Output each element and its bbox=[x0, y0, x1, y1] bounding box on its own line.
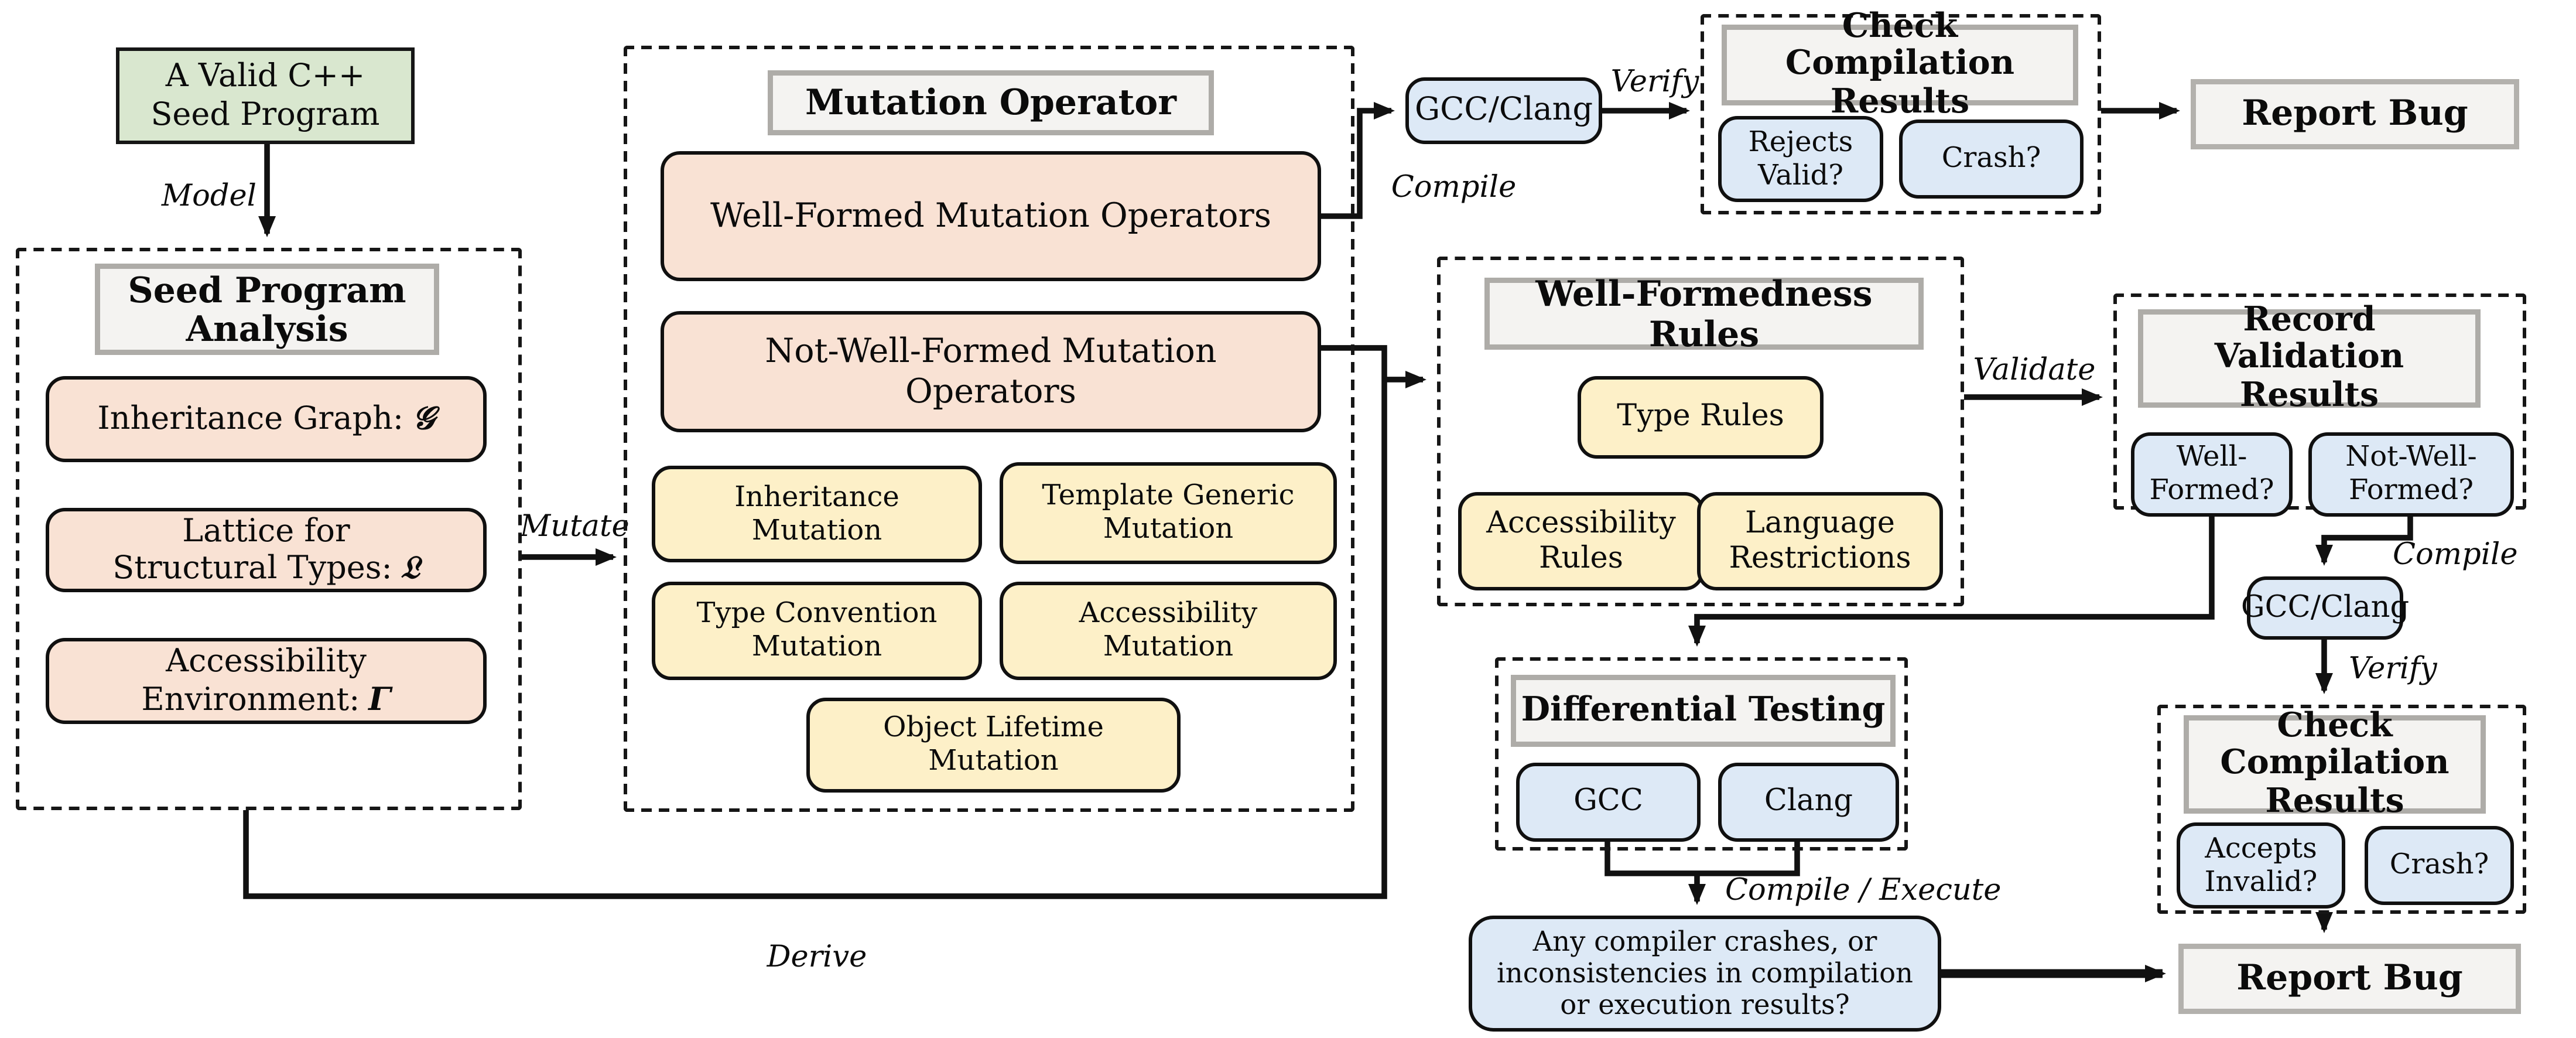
lattice-types-label: Lattice for Structural Types: bbox=[112, 513, 392, 587]
type-convention-mutation-box: Type Convention Mutation bbox=[652, 582, 982, 680]
lattice-types-box: Lattice for Structural Types:𝔏 bbox=[46, 508, 487, 592]
type-rules-box: Type Rules bbox=[1578, 376, 1824, 459]
language-restrictions-box: Language Restrictions bbox=[1697, 492, 1943, 590]
inheritance-graph-label: Inheritance Graph: bbox=[97, 400, 404, 438]
not-well-formed-operators-box: Not-Well-Formed Mutation Operators bbox=[661, 311, 1321, 432]
record-validation-title: Record Validation Results bbox=[2138, 301, 2481, 414]
report-bug-top-box: Report Bug bbox=[2191, 79, 2519, 149]
accessibility-env-label: Accessibility Environment: bbox=[141, 643, 367, 718]
edge-label-compile-execute: Compile / Execute bbox=[1725, 873, 2002, 909]
inheritance-graph-box: Inheritance Graph:𝒢 bbox=[46, 376, 487, 462]
edge-label-compile-right: Compile bbox=[2393, 538, 2518, 573]
edge-label-derive: Derive bbox=[767, 940, 867, 975]
report-bug-bottom-box: Report Bug bbox=[2178, 944, 2521, 1014]
inheritance-graph-symbol: 𝒢 bbox=[412, 400, 435, 438]
well-formed-outcome-box: Well-Formed? bbox=[2131, 432, 2293, 517]
connector-derive-join bbox=[243, 345, 1387, 899]
seed-analysis-group bbox=[16, 248, 522, 810]
check-compilation-top-title: Check Compilation Results bbox=[1722, 8, 2078, 120]
edge-label-verify-top: Verify bbox=[1610, 65, 1699, 100]
well-formed-operators-box: Well-Formed Mutation Operators bbox=[661, 151, 1321, 281]
seed-analysis-title: Seed Program Analysis bbox=[95, 264, 439, 355]
well-formedness-rules-title: Well-Formedness Rules bbox=[1484, 274, 1924, 353]
rejects-valid-box: Rejects Valid? bbox=[1718, 116, 1883, 202]
mutation-operator-title: Mutation Operator bbox=[768, 70, 1214, 135]
accessibility-rules-box: Accessibility Rules bbox=[1458, 492, 1704, 590]
accessibility-env-symbol: Γ bbox=[368, 681, 391, 718]
differential-testing-group bbox=[1495, 657, 1908, 851]
accessibility-mutation-box: Accessibility Mutation bbox=[1000, 582, 1337, 680]
crash-bottom-box: Crash? bbox=[2365, 826, 2514, 905]
accepts-invalid-box: Accepts Invalid? bbox=[2177, 822, 2345, 909]
mutation-operator-group bbox=[624, 46, 1354, 812]
clang-box: Clang bbox=[1718, 763, 1899, 842]
gcc-clang-right-box: GCC/Clang bbox=[2241, 576, 2409, 640]
check-compilation-bottom-title: Check Compilation Results bbox=[2184, 707, 2486, 820]
lattice-types-symbol: 𝔏 bbox=[401, 550, 420, 587]
check-compilation-top-group bbox=[1701, 14, 2101, 214]
seed-program-box: A Valid C++ Seed Program bbox=[116, 47, 415, 144]
connector-notwellformed-to-gcc2 bbox=[2315, 516, 2413, 566]
edge-label-verify-right: Verify bbox=[2349, 652, 2437, 687]
edge-label-mutate: Mutate bbox=[520, 510, 630, 545]
gcc-box: GCC bbox=[1516, 763, 1701, 842]
template-generic-mutation-box: Template Generic Mutation bbox=[1000, 462, 1337, 564]
object-lifetime-mutation-box: Object Lifetime Mutation bbox=[806, 698, 1181, 793]
inheritance-mutation-box: Inheritance Mutation bbox=[652, 466, 982, 562]
well-formedness-rules-group bbox=[1437, 257, 1964, 606]
edge-label-validate: Validate bbox=[1973, 353, 2096, 388]
edge-label-model: Model bbox=[161, 179, 256, 214]
connector-difftest-merge bbox=[1605, 841, 1800, 876]
not-well-formed-outcome-box: Not-Well-Formed? bbox=[2308, 432, 2514, 517]
accessibility-env-box: Accessibility Environment:Γ bbox=[46, 638, 487, 724]
diff-question-box: Any compiler crashes, or inconsistencies… bbox=[1469, 916, 1941, 1032]
check-compilation-bottom-group bbox=[2157, 705, 2526, 914]
gcc-clang-top-box: GCC/Clang bbox=[1405, 77, 1602, 144]
crash-top-box: Crash? bbox=[1899, 119, 2084, 199]
differential-testing-title: Differential Testing bbox=[1511, 675, 1896, 747]
edge-label-compile-top: Compile bbox=[1391, 170, 1517, 206]
connector-wellformed-to-difftest bbox=[1688, 516, 2215, 647]
connector-wellformed-to-gcc bbox=[1321, 101, 1395, 219]
